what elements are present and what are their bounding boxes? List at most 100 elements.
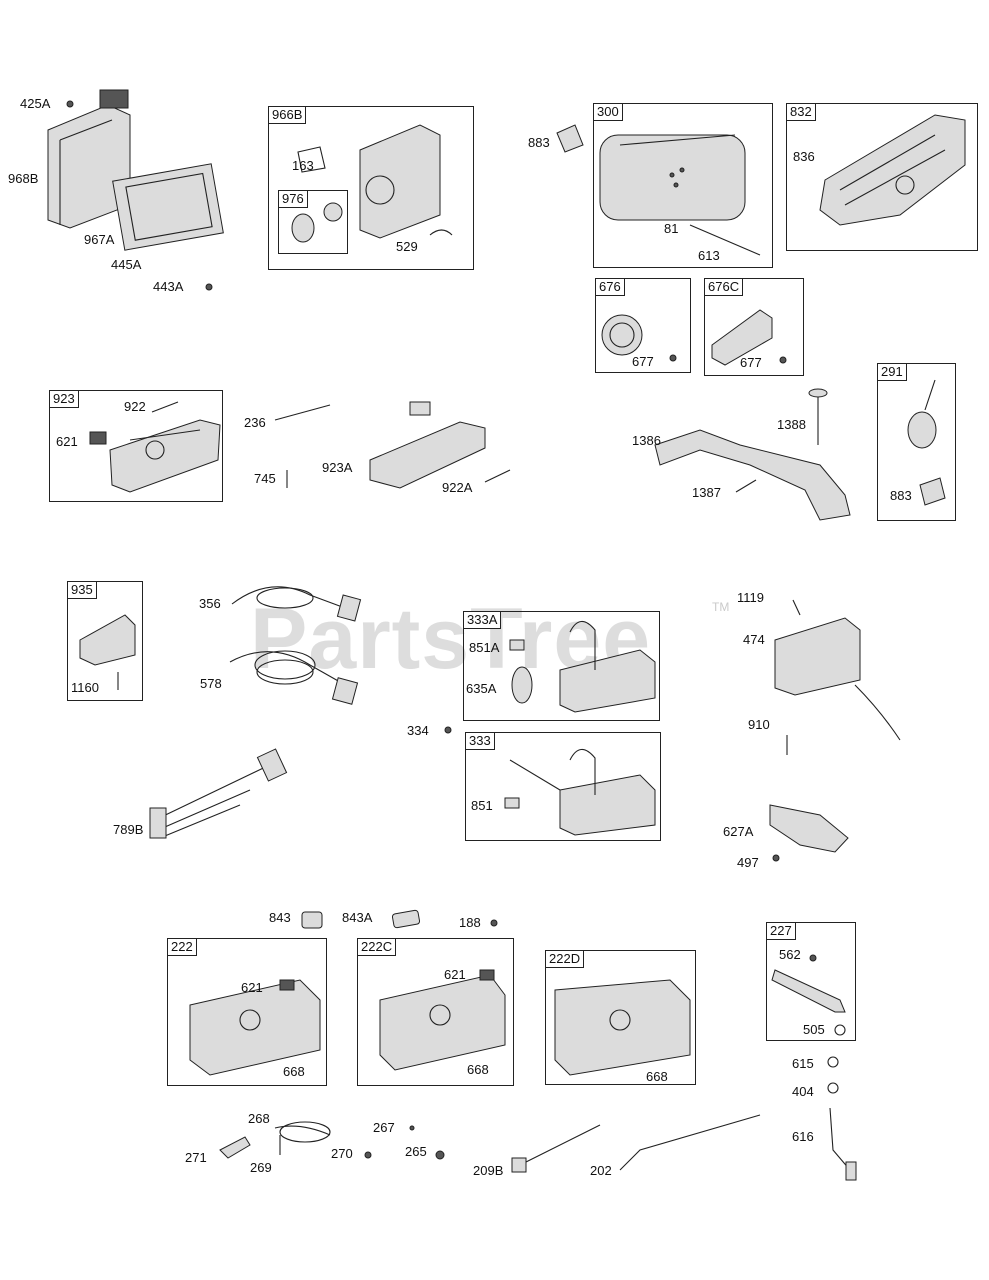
throttle-lever-drawing — [771, 954, 846, 1036]
part-label-627A[interactable]: 627A — [723, 824, 754, 839]
part-label-843A[interactable]: 843A — [342, 910, 373, 925]
part-label-615[interactable]: 615 — [792, 1056, 814, 1071]
part-label-443A[interactable]: 443A — [153, 279, 184, 294]
box-976: 976 — [278, 190, 348, 254]
part-label-1160[interactable]: 1160 — [71, 680, 99, 695]
part-label-836[interactable]: 836 — [793, 149, 815, 164]
box-333A-tag: 333A — [463, 611, 502, 629]
box-222D-tag: 222D — [545, 950, 585, 968]
part-label-613[interactable]: 613 — [698, 248, 720, 263]
air-cleaner-base-drawing — [47, 89, 224, 291]
linkage-drawing — [827, 1056, 857, 1181]
box-333-tag: 333 — [465, 732, 495, 750]
part-label-497[interactable]: 497 — [737, 855, 759, 870]
part-label-529[interactable]: 529 — [396, 239, 418, 254]
carburetor-drawing — [291, 124, 453, 243]
box-222C: 222C — [357, 938, 514, 1086]
bracket-drawing — [654, 388, 851, 521]
part-label-616[interactable]: 616 — [792, 1129, 814, 1144]
control-bracket-drawings — [189, 969, 691, 1076]
part-label-923A[interactable]: 923A — [322, 460, 353, 475]
switch-drawing — [907, 379, 946, 506]
part-label-668[interactable]: 668 — [283, 1064, 305, 1079]
part-label-635A[interactable]: 635A — [466, 681, 497, 696]
box-222D: 222D — [545, 950, 696, 1085]
brake-drawing — [79, 614, 136, 690]
box-676: 676 — [595, 278, 691, 373]
box-227-tag: 227 — [766, 922, 796, 940]
muffler-drawing — [556, 124, 761, 256]
part-label-1119[interactable]: 1119 — [737, 590, 764, 605]
part-label-1388[interactable]: 1388 — [777, 417, 806, 432]
box-923-tag: 923 — [49, 390, 79, 408]
part-label-668-b[interactable]: 668 — [467, 1062, 489, 1077]
part-label-621[interactable]: 621 — [56, 434, 78, 449]
part-label-745[interactable]: 745 — [254, 471, 276, 486]
part-label-270[interactable]: 270 — [331, 1146, 353, 1161]
part-label-922[interactable]: 922 — [124, 399, 146, 414]
part-label-188[interactable]: 188 — [459, 915, 481, 930]
part-label-1386[interactable]: 1386 — [632, 433, 661, 448]
part-label-265[interactable]: 265 — [405, 1144, 427, 1159]
part-label-562[interactable]: 562 — [779, 947, 801, 962]
part-label-271[interactable]: 271 — [185, 1150, 207, 1165]
box-976-tag: 976 — [278, 190, 308, 208]
part-label-668-c[interactable]: 668 — [646, 1069, 668, 1084]
muffler-guard-drawing — [819, 114, 966, 226]
box-291-tag: 291 — [877, 363, 907, 381]
part-label-404[interactable]: 404 — [792, 1084, 814, 1099]
part-label-968B[interactable]: 968B — [8, 171, 39, 186]
ignition-armature-drawing — [774, 599, 901, 755]
governor-control-drawing — [274, 401, 511, 489]
governor-drawing — [89, 401, 221, 493]
small-parts-drawing — [301, 909, 498, 929]
part-label-81[interactable]: 81 — [664, 221, 679, 236]
part-label-967A[interactable]: 967A — [84, 232, 115, 247]
part-label-505[interactable]: 505 — [803, 1022, 825, 1037]
box-222: 222 — [167, 938, 327, 1086]
box-333A: 333A — [463, 611, 660, 721]
part-label-883-b[interactable]: 883 — [890, 488, 912, 503]
box-832-tag: 832 — [786, 103, 816, 121]
box-935: 935 — [67, 581, 143, 701]
box-966B: 966B — [268, 106, 474, 270]
part-label-910[interactable]: 910 — [748, 717, 770, 732]
part-label-578[interactable]: 578 — [200, 676, 222, 691]
part-label-209B[interactable]: 209B — [473, 1163, 504, 1178]
part-label-269[interactable]: 269 — [250, 1160, 272, 1175]
box-935-tag: 935 — [67, 581, 97, 599]
box-923: 923 — [49, 390, 223, 502]
box-291: 291 — [877, 363, 956, 521]
ground-wire-drawings — [229, 586, 452, 734]
part-label-621-b[interactable]: 621 — [241, 980, 263, 995]
part-label-202[interactable]: 202 — [590, 1163, 612, 1178]
throttle-cable-drawings — [219, 1114, 761, 1173]
part-label-236[interactable]: 236 — [244, 415, 266, 430]
box-832: 832 — [786, 103, 978, 251]
part-label-425A[interactable]: 425A — [20, 96, 51, 111]
part-label-843[interactable]: 843 — [269, 910, 291, 925]
part-label-474[interactable]: 474 — [743, 632, 765, 647]
part-label-356[interactable]: 356 — [199, 596, 221, 611]
part-label-267[interactable]: 267 — [373, 1120, 395, 1135]
part-label-677-c[interactable]: 677 — [740, 355, 762, 370]
box-300: 300 — [593, 103, 773, 268]
part-label-268[interactable]: 268 — [248, 1111, 270, 1126]
part-label-789B[interactable]: 789B — [113, 822, 144, 837]
shield-drawing — [769, 804, 849, 862]
watermark-trademark: TM — [712, 600, 730, 614]
part-label-334[interactable]: 334 — [407, 723, 429, 738]
part-label-445A[interactable]: 445A — [111, 257, 142, 272]
part-label-1387[interactable]: 1387 — [692, 485, 721, 500]
part-label-922A[interactable]: 922A — [442, 480, 473, 495]
part-label-851A[interactable]: 851A — [469, 640, 500, 655]
part-label-677[interactable]: 677 — [632, 354, 654, 369]
part-label-621-c[interactable]: 621 — [444, 967, 466, 982]
part-label-851[interactable]: 851 — [471, 798, 493, 813]
deflector-drawings — [601, 309, 787, 366]
part-label-883[interactable]: 883 — [528, 135, 550, 150]
part-label-163[interactable]: 163 — [292, 158, 314, 173]
box-227: 227 — [766, 922, 856, 1041]
